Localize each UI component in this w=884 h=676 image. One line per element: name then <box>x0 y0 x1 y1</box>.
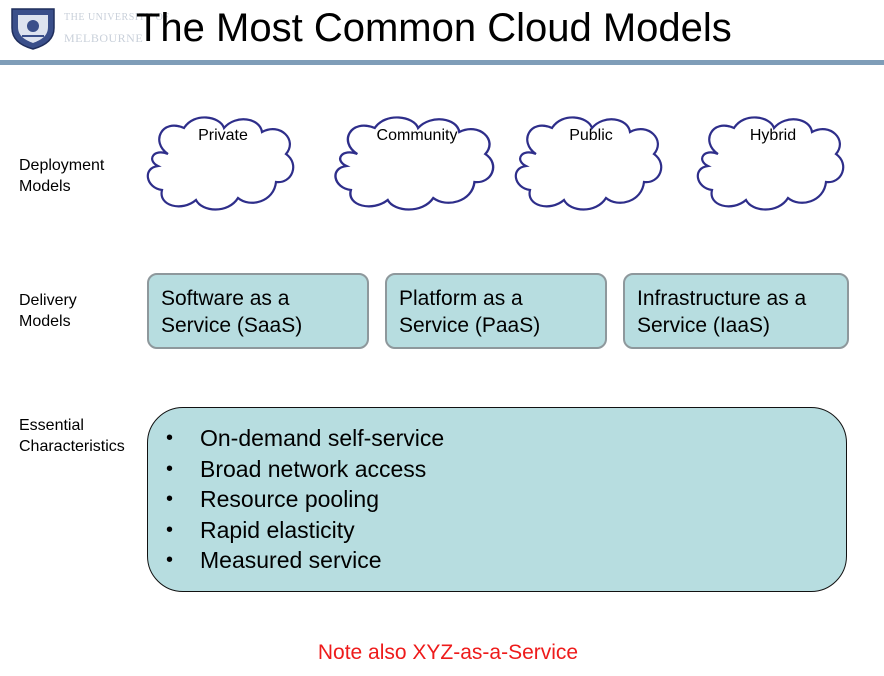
page-title: The Most Common Cloud Models <box>136 6 732 50</box>
cloud-icon <box>146 116 295 211</box>
cloud-label: Private <box>198 127 248 144</box>
footer-note: Note also XYZ-as-a-Service <box>317 641 579 664</box>
bullet-icon: • <box>166 457 174 480</box>
essential-characteristics-box: • On-demand self-service • Broad network a… <box>147 407 847 592</box>
cloud-icon <box>334 116 495 211</box>
cloud-hybrid: Hybrid <box>690 112 856 222</box>
cloud-icon <box>514 116 663 211</box>
list-item-text: On-demand self-service <box>200 425 445 451</box>
list-item: • Rapid elasticity <box>148 515 846 546</box>
bullet-icon: • <box>166 427 174 449</box>
saas-box: Software as a Service (SaaS) <box>147 273 369 349</box>
list-item: • On-demand self-service <box>148 423 846 454</box>
essential-characteristics-label: Essential Characteristics <box>19 417 125 455</box>
cloud-private: Private <box>140 112 306 222</box>
list-item-text: Resource pooling <box>200 486 380 513</box>
list-item-text: Measured service <box>200 547 382 574</box>
cloud-community: Community <box>327 112 495 222</box>
crest-icon <box>11 8 55 50</box>
title-divider <box>0 60 884 65</box>
paas-box: Platform as a Service (PaaS) <box>385 273 607 349</box>
bullet-icon: • <box>166 549 174 572</box>
cloud-label: Community <box>376 127 458 144</box>
bullet-icon: • <box>166 518 174 541</box>
characteristics-list: • On-demand self-service • Broad network a… <box>148 423 846 576</box>
list-item: • Resource pooling <box>148 484 846 515</box>
cloud-label: Public <box>569 127 613 144</box>
cloud-icon <box>696 116 845 211</box>
iaas-box: Infrastructure as a Service (IaaS) <box>623 273 849 349</box>
university-logo: THE UNIVERSITY OF MELBOURNE <box>8 6 169 50</box>
delivery-models-label: Delivery Models <box>19 292 77 330</box>
bullet-icon: • <box>166 488 174 511</box>
list-item: • Broad network access <box>148 454 846 485</box>
list-item-text: Broad network access <box>200 455 427 482</box>
list-item-text: Rapid elasticity <box>200 516 355 543</box>
list-item: • Measured service <box>148 545 846 576</box>
cloud-label: Hybrid <box>749 127 797 144</box>
cloud-public: Public <box>508 112 674 222</box>
deployment-models-label: Deployment Models <box>19 157 105 195</box>
